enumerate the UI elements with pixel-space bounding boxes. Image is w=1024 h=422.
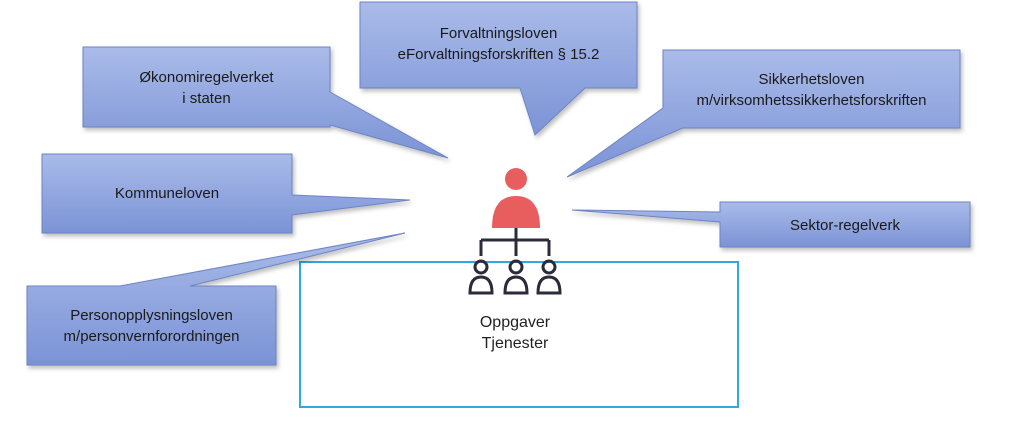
callout-kommuneloven bbox=[41, 153, 411, 234]
callout-forvaltningsloven bbox=[359, 1, 638, 136]
org-chart-icon bbox=[468, 168, 562, 295]
callout-okonomiregelverket bbox=[82, 46, 449, 159]
callout-sikkerhetsloven bbox=[566, 49, 961, 178]
callout-sektor-regelverk-text: Sektor-regelverk bbox=[789, 216, 901, 234]
callout-kommuneloven-text: Kommuneloven bbox=[114, 184, 220, 202]
tasks-frame bbox=[299, 261, 739, 408]
callout-sikkerhetsloven-text: Sikkerhetsloven m/virksomhetssikkerhetsf… bbox=[696, 71, 927, 109]
callout-sektor-regelverk bbox=[571, 201, 971, 248]
callout-personopplysningsloven bbox=[26, 232, 406, 366]
tasks-services-label: Oppgaver Tjenester bbox=[479, 314, 551, 352]
callout-okonomiregelverket-text: Økonomiregelverket i staten bbox=[139, 69, 274, 107]
callout-personopplysningsloven-text: Personopplysningsloven m/personvernforor… bbox=[63, 307, 240, 345]
callout-forvaltningsloven-text: Forvaltningsloven eForvaltningsforskrift… bbox=[397, 25, 600, 63]
